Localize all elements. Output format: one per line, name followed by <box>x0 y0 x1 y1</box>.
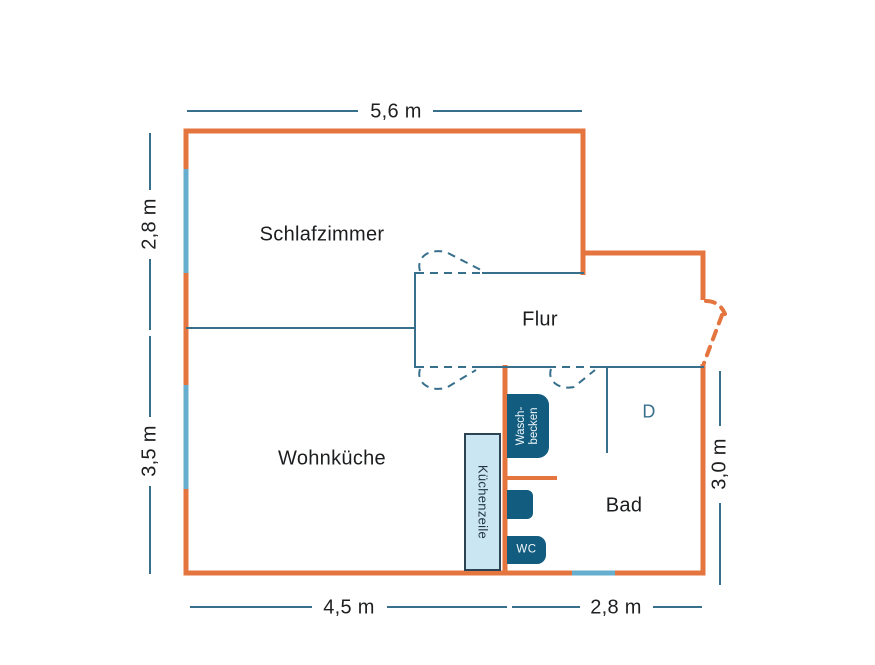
dimension-lines <box>149 110 721 608</box>
waschbecken-label-line1: Wasch- <box>515 406 528 446</box>
kuechenzeile-fixture: Küchenzeile <box>464 433 501 571</box>
interior-wall-bad <box>502 365 557 573</box>
waschbecken-fixture: Wasch- becken <box>507 394 549 458</box>
entrance-door-swing <box>704 299 727 316</box>
room-label-flur: Flur <box>522 308 558 331</box>
waschbecken-label-line2: becken <box>528 407 540 445</box>
schlafzimmer-door-arc <box>418 250 482 272</box>
room-label-schlafzimmer: Schlafzimmer <box>259 223 385 246</box>
wc-label: WC <box>516 543 537 556</box>
entrance-door-arc <box>702 299 727 365</box>
bathroom-cabinet-fixture <box>507 490 533 519</box>
dimension-right: 3,0 m <box>708 438 731 490</box>
outer-wall-bottom-left <box>183 487 574 576</box>
bad-door-arc <box>549 368 596 389</box>
room-label-dusche: D <box>642 401 656 422</box>
room-label-bad: Bad <box>605 494 643 517</box>
door-openings <box>416 272 596 368</box>
dimension-bottom-left: 4,5 m <box>323 596 375 619</box>
room-label-wohnkueche: Wohnküche <box>278 447 386 470</box>
outer-wall-right-bottom <box>614 364 706 576</box>
wohnkueche-door-arc <box>418 368 477 390</box>
outer-wall-entrance-nook <box>581 250 706 300</box>
window-segments <box>183 169 615 576</box>
dimension-top: 5,6 m <box>370 100 422 123</box>
outer-wall-top-left <box>183 128 586 275</box>
waschbecken-label: Wasch- becken <box>515 407 541 446</box>
entrance-door-leaf <box>702 313 724 365</box>
kuechenzeile-label: Küchenzeile <box>475 464 490 540</box>
door-swing-arcs <box>418 250 596 390</box>
wc-fixture: WC <box>507 536 546 564</box>
dimension-bottom-right: 2,8 m <box>590 596 642 619</box>
partition-walls <box>186 272 704 453</box>
dimension-left-upper: 2,8 m <box>138 198 161 250</box>
dimension-left-lower: 3,5 m <box>138 425 161 477</box>
